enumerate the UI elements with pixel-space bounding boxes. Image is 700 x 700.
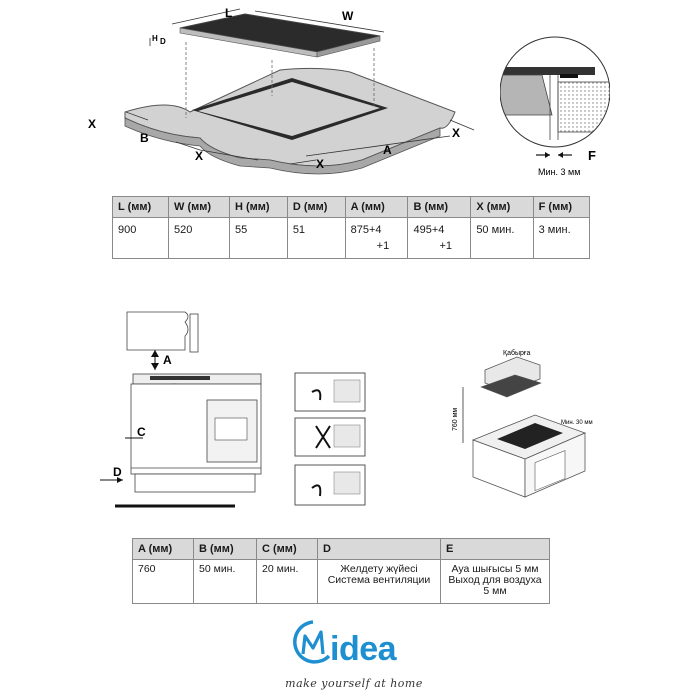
label-F: F [588,148,596,163]
label-760mm: 760 мм [452,408,459,431]
label-X-left: X [88,117,96,131]
e-line2: Выход для воздуха 5 мм [448,574,542,597]
header-A: A (мм) [132,538,194,560]
header-L: L (мм) [111,196,170,218]
kitchen-3d-diagram: Қабырға 760 мм Мин. 30 мм [452,349,593,498]
clearance-table: A (мм) B (мм) C (мм) D E 760 50 мин. 20 … [132,538,550,604]
e-line1: Ауа шығысы 5 мм [451,563,539,575]
cabinet-side-diagram: A B E C D [100,311,262,508]
d-line1: Желдету жүйесі [340,563,418,575]
min-30mm-label: Мин. 30 мм [561,420,593,426]
label-D: D [160,37,166,46]
brand-tagline: make yourself at home [285,677,423,690]
label-W: W [342,9,354,23]
table-row: 900 520 55 51 875+4+1 495+4+1 50 мин. 3 … [111,217,591,259]
cell-B: 50 мин. [193,559,257,604]
cell-F: 3 мин. [532,217,591,259]
cell-A: 875+4+1 [344,217,409,259]
brand-name: idea [330,630,397,668]
cell-L: 900 [111,217,170,259]
cell-E: Ауа шығысы 5 мм Выход для воздуха 5 мм [440,559,550,604]
header-X: X (мм) [470,196,534,218]
header-D: D [317,538,441,560]
cell-B: 495+4+1 [407,217,472,259]
header-B: B (мм) [407,196,472,218]
label-L: L [225,6,232,20]
kabyrga-label: Қабырға [503,349,530,357]
label-X-right: X [452,126,460,140]
cell-A: 760 [132,559,194,604]
table-header-row: L (мм) W (мм) H (мм) D (мм) A (мм) B (мм… [111,196,591,218]
table-header-row: A (мм) B (мм) C (мм) D E [132,538,550,560]
header-A: A (мм) [344,196,409,218]
cell-D: 51 [286,217,346,259]
header-W: W (мм) [168,196,230,218]
midea-logo-mark [293,620,331,664]
min-3mm-note: Мин. 3 мм [538,167,580,177]
header-C: C (мм) [256,538,318,560]
mid-label-D: D [113,465,122,479]
d-line2: Система вентиляции [327,574,431,586]
header-E: E [440,538,550,560]
cell-X: 50 мин. [470,217,534,259]
label-H: H [152,34,158,43]
edge-detail-circle: F Мин. 3 мм [500,36,610,177]
cell-W: 520 [168,217,230,259]
mid-label-C: C [137,425,146,439]
label-X-mid: X [316,157,324,171]
label-B: B [140,131,149,145]
header-D: D (мм) [286,196,346,218]
table-row: 760 50 мин. 20 мин. Желдету жүйесі Систе… [132,559,550,604]
hob-installation-diagram: L W H D X B X X A X [88,6,475,175]
install-steps-diagram [294,372,366,506]
label-A: A [383,143,392,157]
cell-H: 55 [228,217,288,259]
dimensions-table: L (мм) W (мм) H (мм) D (мм) A (мм) B (мм… [111,196,591,259]
cell-D: Желдету жүйесі Система вентиляции [317,559,441,604]
label-X-bottom: X [195,149,203,163]
header-H: H (мм) [228,196,288,218]
mid-label-A: A [163,353,172,367]
header-F: F (мм) [532,196,591,218]
cell-C: 20 мин. [256,559,318,604]
header-B: B (мм) [193,538,257,560]
